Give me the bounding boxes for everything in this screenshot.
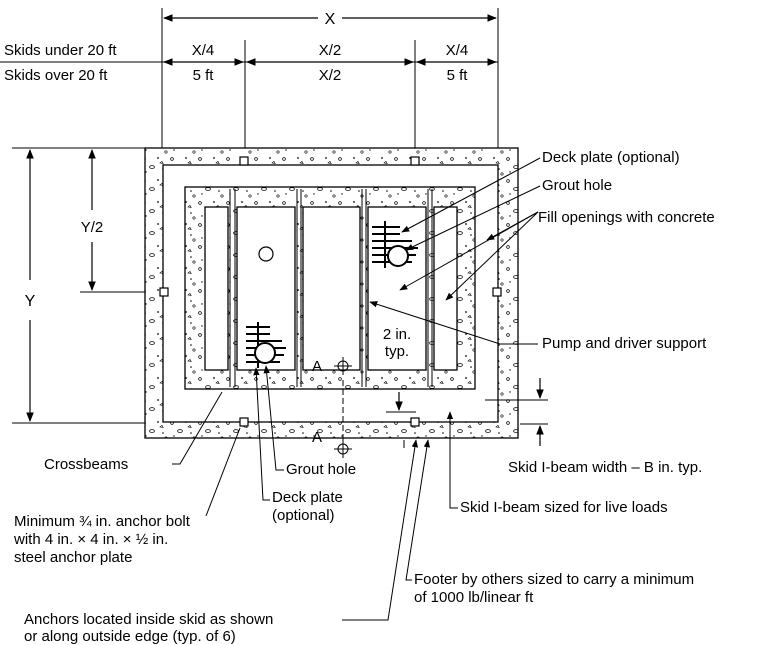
fill-opening-right <box>433 206 458 371</box>
bottom-callouts: Crossbeams Grout hole Deck plate (option… <box>13 365 694 645</box>
skids-over-label: Skids over 20 ft <box>4 67 108 84</box>
section-mark-a-lower: A <box>312 429 322 446</box>
bay-center <box>302 206 361 371</box>
anchor-left <box>159 287 169 297</box>
deck-plate-right <box>372 221 418 268</box>
pump-driver-support-label: Pump and driver support <box>542 335 707 352</box>
anchor-bolt-line1: Minimum ¾ in. anchor bolt <box>14 513 191 530</box>
y-dimension-label: Y <box>25 293 36 310</box>
footer-label-line2: of 1000 lb/linear ft <box>414 589 534 606</box>
anchors-location-line2: or along outside edge (typ. of 6) <box>24 628 236 645</box>
grout-hole-right-label: Grout hole <box>542 177 612 194</box>
under-right-dim: X/4 <box>446 42 469 59</box>
two-inch-typ-line1: 2 in. <box>383 326 411 343</box>
right-callouts: Deck plate (optional) Grout hole Fill op… <box>369 149 715 352</box>
foundation-plan: 2 in. typ. A A <box>144 147 519 458</box>
over-right-dim: 5 ft <box>447 67 469 84</box>
top-dimensions: X Skids under 20 ft Skids over 20 ft X/4… <box>0 8 499 150</box>
skids-under-label: Skids under 20 ft <box>4 42 117 59</box>
grout-hole-bottom-label: Grout hole <box>286 461 356 478</box>
skid-width-label: Skid I-beam width – B in. typ. <box>508 459 702 476</box>
under-mid-dim: X/2 <box>319 42 342 59</box>
grout-hole-left <box>254 342 276 364</box>
fill-openings-label: Fill openings with concrete <box>538 209 715 226</box>
deck-plate-optional-label: Deck plate (optional) <box>542 149 680 166</box>
over-left-dim: 5 ft <box>193 67 215 84</box>
deck-plate-bottom-label-line1: Deck plate <box>272 489 343 506</box>
two-inch-typ-line2: typ. <box>385 343 409 360</box>
y-half-label: Y/2 <box>81 219 104 236</box>
anchor-bottom-left <box>239 417 249 427</box>
anchor-bolt-line2: with 4 in. × 4 in. × ½ in. <box>13 531 168 548</box>
fill-opening-left <box>204 206 229 371</box>
anchor-right <box>492 287 502 297</box>
deck-plate-bottom-label-line2: (optional) <box>272 507 335 524</box>
crossbeams-label: Crossbeams <box>44 456 128 473</box>
anchor-bolt-line3: steel anchor plate <box>14 549 132 566</box>
footer-label-line1: Footer by others sized to carry a minimu… <box>414 571 694 588</box>
anchor-top-right <box>410 156 420 166</box>
anchor-bottom-right <box>410 417 420 427</box>
grout-hole-small <box>258 246 274 262</box>
anchors-location-line1: Anchors located inside skid as shown <box>24 611 273 628</box>
under-left-dim: X/4 <box>192 42 215 59</box>
left-dimensions: Y Y/2 <box>12 147 160 424</box>
over-mid-dim: X/2 <box>319 67 342 84</box>
skid-ibeam-label: Skid I-beam sized for live loads <box>460 499 668 516</box>
anchor-top-left <box>239 156 249 166</box>
skid-width-dimension: Skid I-beam width – B in. typ. <box>485 378 702 476</box>
grout-hole-right <box>387 245 409 267</box>
deck-plate-left <box>246 322 286 368</box>
x-dimension-label: X <box>325 11 336 28</box>
section-mark-a-upper: A <box>312 358 322 375</box>
